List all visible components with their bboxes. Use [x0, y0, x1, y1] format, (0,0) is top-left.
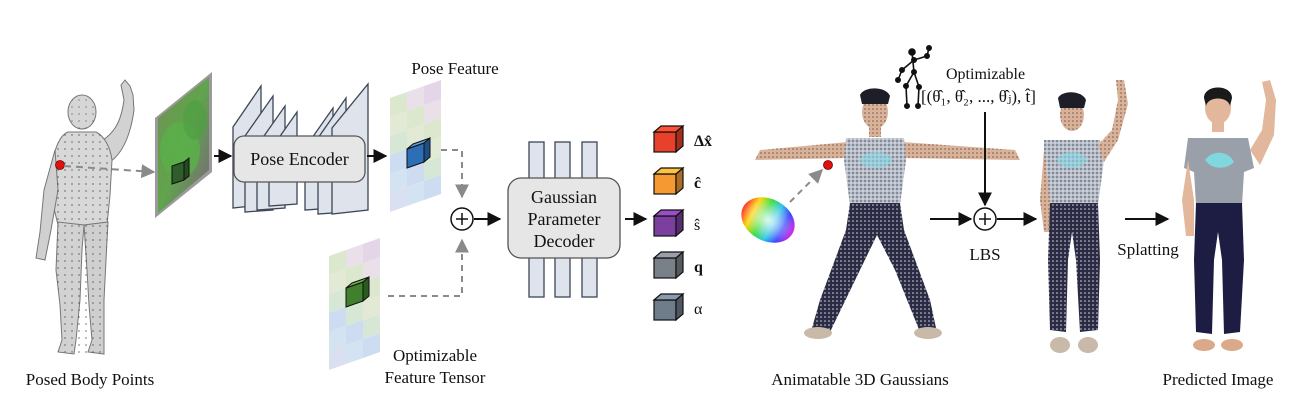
dashed-pose-to-sum [441, 149, 469, 199]
t-pose-gaussians [755, 88, 1020, 339]
grid-cell [346, 339, 363, 364]
grid-cell [424, 118, 441, 143]
param-label: ĉ [694, 175, 702, 192]
posed-gaussians [1040, 80, 1128, 353]
grid-cell [329, 307, 346, 332]
grid-cell [424, 80, 441, 105]
param-cube [652, 292, 685, 322]
param-cube [652, 166, 685, 196]
grid-cell [363, 314, 380, 339]
grid-cell [390, 149, 407, 174]
grid-cell [329, 269, 346, 294]
highlighted-cube-side [423, 136, 431, 164]
grid-cell [346, 320, 363, 345]
grid-cell [390, 130, 407, 155]
label-optimizable-pose: Optimizable [946, 66, 1026, 83]
grid-cell [363, 295, 380, 320]
grid-cell [407, 105, 424, 130]
grid-cell [390, 92, 407, 117]
grid-cell [424, 99, 441, 124]
param-label: q [694, 259, 703, 276]
label-feature-tensor: Feature Tensor [384, 368, 486, 387]
param-cube [652, 208, 685, 238]
label-posed-body-points: Posed Body Points [25, 370, 155, 389]
grid-cell [329, 326, 346, 351]
label-animatable-gaussians: Animatable 3D Gaussians [771, 370, 949, 389]
pose-encoder-box [233, 135, 366, 183]
grid-cell [390, 168, 407, 193]
grid-cell [329, 288, 346, 313]
label-pose-params: [(θ̂₁, θ̂₂, ..., θ̂ⱼ), t̂] [921, 87, 1036, 106]
gaussian-keypoint [823, 160, 833, 170]
dashed-tensor-to-sum [388, 238, 469, 297]
body-keypoint [55, 160, 65, 170]
grid-cell [424, 175, 441, 200]
grid-cell [407, 86, 424, 111]
label-decoder-line3: Decoder [533, 231, 595, 251]
label-pose-feature: Pose Feature [411, 59, 499, 78]
label-optimizable: Optimizable [392, 346, 478, 365]
predicted-person [1182, 80, 1276, 351]
sum-node [450, 207, 474, 231]
grid-cell [346, 244, 363, 269]
grid-cell [363, 257, 380, 282]
gaussian-ellipse [741, 197, 795, 243]
grid-cell [407, 162, 424, 187]
grid-cell [390, 111, 407, 136]
param-cube [652, 124, 685, 154]
posed-body-figure [35, 79, 135, 355]
grid-cell [407, 181, 424, 206]
grid-cell [346, 301, 363, 326]
param-label: α [694, 301, 703, 318]
grid-cell [363, 238, 380, 263]
highlighted-cube-side [362, 275, 370, 303]
param-cube [652, 250, 685, 280]
input-feature-map [155, 72, 212, 218]
param-cubes [652, 124, 685, 322]
label-lbs: LBS [969, 245, 1001, 264]
label-decoder-line1: Gaussian [531, 187, 597, 207]
grid-cell [329, 250, 346, 275]
decoder-box [507, 177, 621, 259]
label-pose-encoder: Pose Encoder [250, 149, 349, 169]
lbs-node [973, 207, 997, 231]
grid-cell [390, 187, 407, 212]
skeleton-icon [894, 44, 932, 110]
dashed-arrow-to-feature-map [63, 164, 156, 179]
label-splatting: Splatting [1117, 240, 1179, 259]
label-decoder-line2: Parameter [527, 209, 601, 229]
pose-feature-grid [390, 80, 441, 212]
param-label: ŝ [694, 217, 701, 234]
grid-cell [424, 156, 441, 181]
grid-cell [329, 345, 346, 370]
dashed-ellipse-to-gaussians [789, 169, 823, 203]
grid-cell [363, 333, 380, 358]
param-label: Δx̂ [694, 133, 713, 150]
label-predicted-image: Predicted Image [1162, 370, 1274, 389]
optimizable-feature-grid [329, 238, 380, 370]
